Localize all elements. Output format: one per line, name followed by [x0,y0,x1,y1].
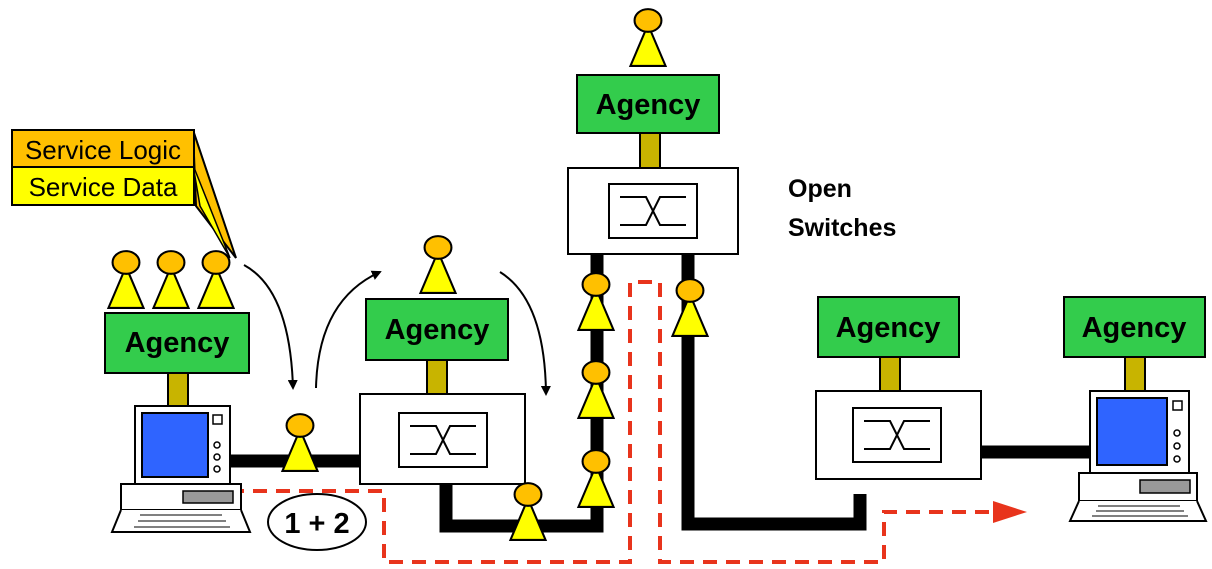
svg-text:Agency: Agency [596,89,701,121]
agent-icon [107,250,145,310]
service-data-box [11,166,195,206]
switch-icon [608,183,698,239]
svg-text:Agency: Agency [836,312,941,344]
switch-3 [815,390,982,480]
computer-right [1068,390,1208,522]
agent-icon [281,413,319,473]
agent-icon [577,272,615,332]
pillars [167,132,1146,408]
agency-1: Agency [104,312,250,374]
movement-arrows [243,264,551,396]
svg-text:Open: Open [788,175,852,203]
red-arrow-head [993,501,1027,523]
agent-icon [419,235,457,295]
agent-icon [577,449,615,509]
service-data-label: Service Data [29,172,178,202]
open-switches-label: Open Switches [788,175,896,242]
service-logic-label: Service Logic [25,135,181,165]
arrow-icon [243,264,298,390]
arrow-icon [499,271,551,396]
agent-icon [197,250,235,310]
agency-2: Agency [365,298,509,361]
svg-text:Agency: Agency [125,327,230,359]
service-logic-box [11,129,195,168]
merge-bubble: 1 + 2 [267,493,367,551]
switch-icon [398,412,488,468]
switch-1 [359,393,526,485]
agent-icon [577,360,615,420]
computer-left [110,405,252,533]
switch-icon [852,407,942,463]
switch-2 [567,167,739,255]
bubble-label: 1 + 2 [284,508,349,540]
agency-4: Agency [817,296,960,358]
service-callout: Service Logic Service Data [11,129,237,259]
agent-icon [671,278,709,338]
svg-text:Switches: Switches [788,214,896,242]
red-flow-path [230,280,1000,564]
agency-5: Agency [1063,296,1206,358]
svg-text:Agency: Agency [1082,312,1187,344]
arrow-icon [315,270,382,389]
svg-text:Agency: Agency [385,314,490,346]
agent-icon [152,250,190,310]
agent-icon [629,8,667,68]
agent-icon [509,482,547,542]
agency-3: Agency [576,74,720,134]
